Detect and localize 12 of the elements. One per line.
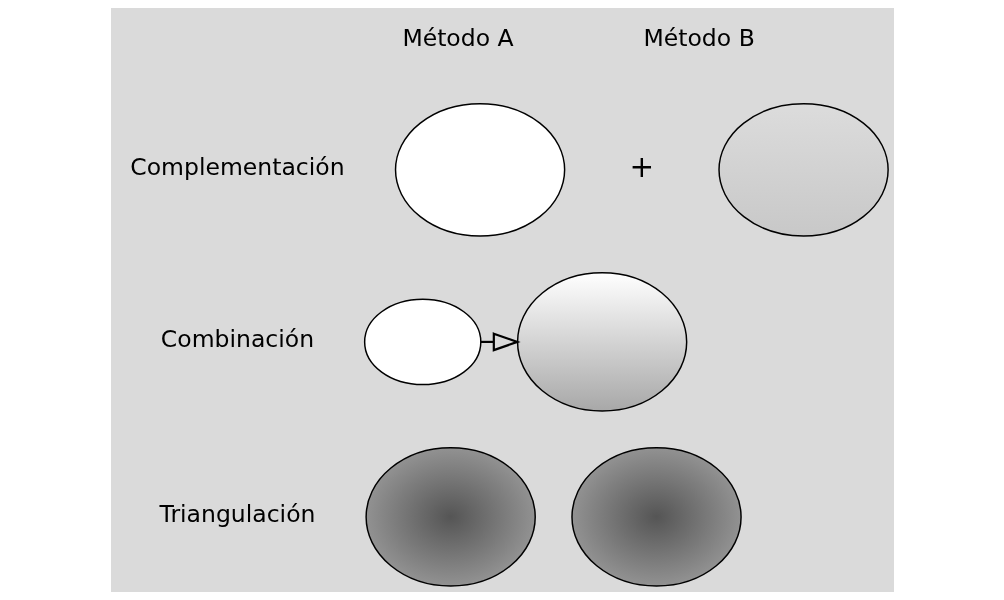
label: Complementación [129,153,345,182]
label: Combinación [160,325,314,354]
node-ellipse [363,298,482,386]
node-ellipse [364,447,536,587]
label: Método A [401,24,514,53]
label: Método B [643,24,755,53]
node-ellipse [516,272,687,412]
node-ellipse [394,102,565,237]
label: + [629,150,654,185]
node-ellipse [570,447,742,587]
label: Triangulación [158,500,315,529]
node-ellipse [717,102,889,237]
